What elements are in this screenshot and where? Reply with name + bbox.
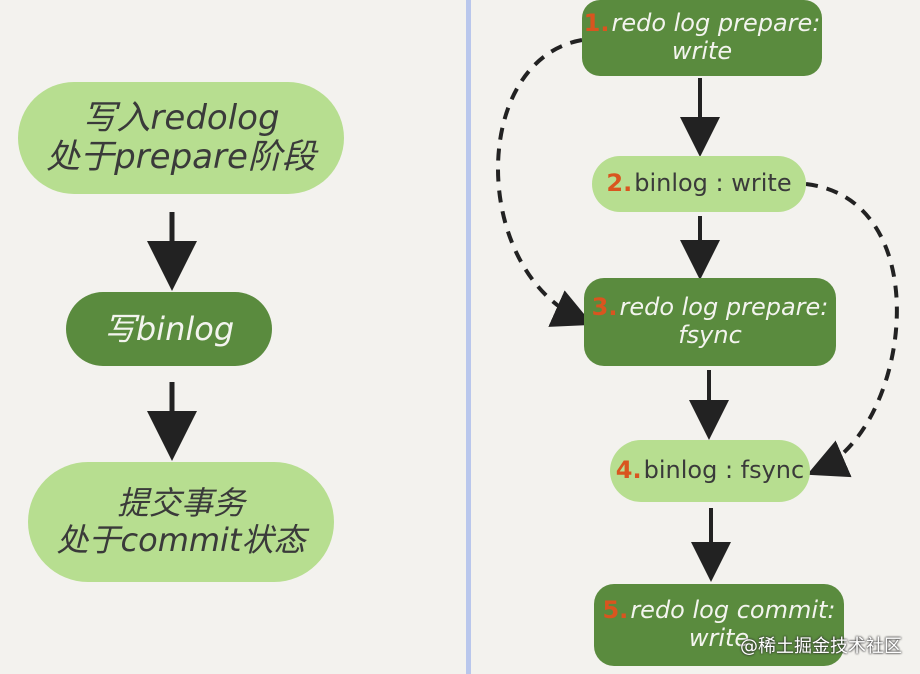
dashed-arrow-1-3 (496, 38, 593, 327)
right-step3-line2: fsync (678, 321, 742, 349)
right-step4-text: binlog : fsync (643, 456, 805, 485)
right-step3-redo-prepare-fsync: 3.redo log prepare: fsync (584, 278, 836, 366)
left-node2-line1: 写binlog (103, 309, 235, 348)
right-step3-line1: 3.redo log prepare: (592, 294, 829, 322)
right-step5-redo-commit-write: 5.redo log commit: write (594, 584, 844, 666)
right-step2-text: binlog : write (634, 169, 792, 198)
right-step5-text: redo log commit: (630, 596, 836, 625)
right-step5-line1: 5.redo log commit: (602, 597, 835, 625)
right-step2-line1: 2.binlog : write (606, 169, 792, 198)
left-node-write-redolog: 写入redolog 处于prepare阶段 (18, 82, 344, 194)
right-step5-line2: write (688, 624, 750, 652)
panel-divider (466, 0, 471, 674)
right-step3-number: 3. (591, 293, 618, 322)
watermark: @稀土掘金技术社区 (740, 636, 902, 657)
left-node3-line1: 提交事务 (116, 484, 245, 523)
right-step1-line1: 1.redo log prepare: (584, 10, 821, 38)
right-step2-number: 2. (606, 169, 633, 198)
right-step4-binlog-fsync: 4.binlog : fsync (610, 440, 810, 502)
right-step1-redo-prepare-write: 1.redo log prepare: write (582, 0, 822, 76)
left-node1-line2: 处于prepare阶段 (46, 137, 316, 177)
right-step3-text: redo log prepare: (619, 293, 829, 322)
right-step1-line2: write (671, 37, 733, 65)
left-node3-line2: 处于commit状态 (56, 521, 306, 559)
left-node1-line1: 写入redolog (82, 97, 280, 138)
dashed-arrow-2-4 (805, 182, 899, 478)
right-step4-number: 4. (615, 456, 642, 485)
left-node-commit-transaction: 提交事务 处于commit状态 (28, 462, 334, 582)
right-step5-number: 5. (602, 596, 629, 625)
right-step1-text: redo log prepare: (611, 9, 821, 38)
right-step4-line1: 4.binlog : fsync (615, 456, 805, 485)
left-node-write-binlog: 写binlog (66, 292, 272, 366)
right-step2-binlog-write: 2.binlog : write (592, 156, 806, 212)
right-step1-number: 1. (583, 9, 610, 38)
